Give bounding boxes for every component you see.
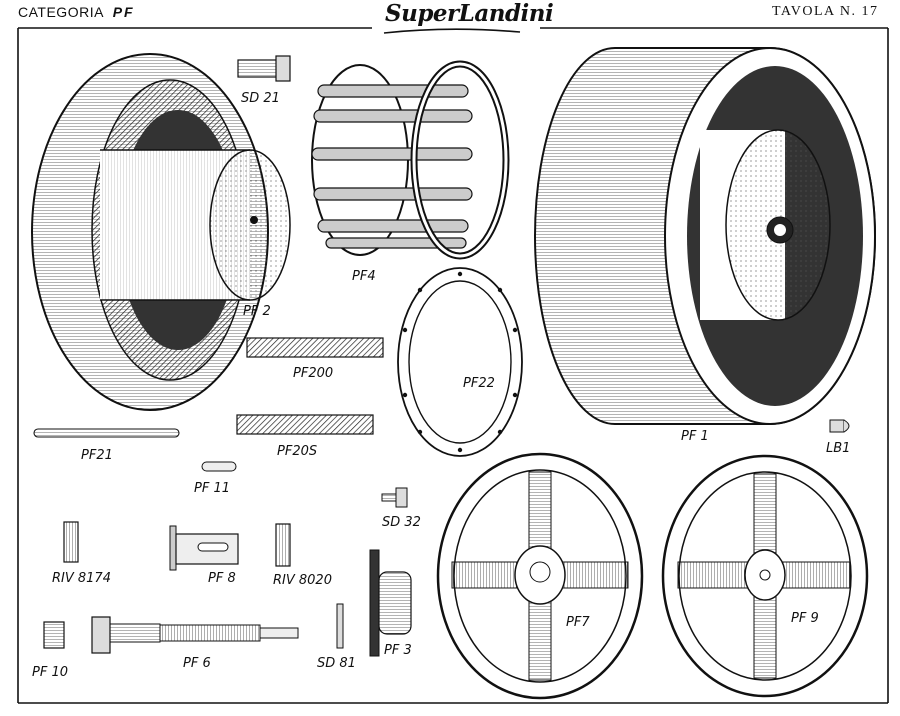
part-pf20s bbox=[236, 414, 374, 435]
label-pf1: PF 1 bbox=[681, 429, 709, 444]
label-pf10: PF 10 bbox=[32, 665, 68, 680]
part-sd21 bbox=[237, 55, 291, 82]
part-pf3 bbox=[369, 549, 412, 657]
part-riv8020 bbox=[275, 523, 291, 567]
part-riv8174 bbox=[63, 521, 79, 563]
label-pf20s: PF20S bbox=[277, 444, 317, 459]
label-sd21: SD 21 bbox=[241, 91, 280, 106]
part-pf21 bbox=[33, 428, 180, 438]
label-pf2: PF 2 bbox=[243, 304, 271, 319]
label-pf8: PF 8 bbox=[208, 571, 236, 586]
part-pf4 bbox=[311, 60, 510, 260]
label-pf4: PF4 bbox=[352, 269, 376, 284]
label-pf22: PF22 bbox=[463, 376, 495, 391]
label-riv8174: RIV 8174 bbox=[52, 571, 111, 586]
label-pf7: PF7 bbox=[566, 615, 590, 630]
plate-number: TAVOLA N. 17 bbox=[772, 4, 879, 19]
part-pf10 bbox=[43, 621, 65, 649]
part-lb1 bbox=[829, 419, 850, 433]
part-pf7 bbox=[436, 452, 644, 700]
part-pf8 bbox=[169, 525, 239, 571]
part-pf1 bbox=[534, 47, 876, 425]
label-riv8020: RIV 8020 bbox=[273, 573, 332, 588]
part-pf11 bbox=[201, 461, 237, 472]
label-pf3: PF 3 bbox=[384, 643, 412, 658]
part-pf200 bbox=[246, 337, 384, 358]
category-code: PF bbox=[112, 4, 135, 20]
brand-logo: SuperLandini bbox=[385, 0, 554, 27]
category-label: CATEGORIA PF bbox=[18, 4, 135, 20]
label-lb1: LB1 bbox=[826, 441, 850, 456]
part-sd81 bbox=[336, 603, 344, 649]
part-pf9 bbox=[661, 454, 869, 698]
part-pf6 bbox=[91, 616, 299, 654]
label-pf11: PF 11 bbox=[194, 481, 230, 496]
label-pf200: PF200 bbox=[293, 366, 333, 381]
label-sd81: SD 81 bbox=[317, 656, 356, 671]
label-pf6: PF 6 bbox=[183, 656, 211, 671]
part-sd32 bbox=[381, 487, 408, 508]
part-pf2 bbox=[31, 53, 291, 411]
label-pf9: PF 9 bbox=[791, 611, 819, 626]
label-pf21: PF21 bbox=[81, 448, 113, 463]
brand-underline bbox=[383, 28, 521, 34]
part-pf22 bbox=[397, 267, 523, 457]
label-sd32: SD 32 bbox=[382, 515, 421, 530]
